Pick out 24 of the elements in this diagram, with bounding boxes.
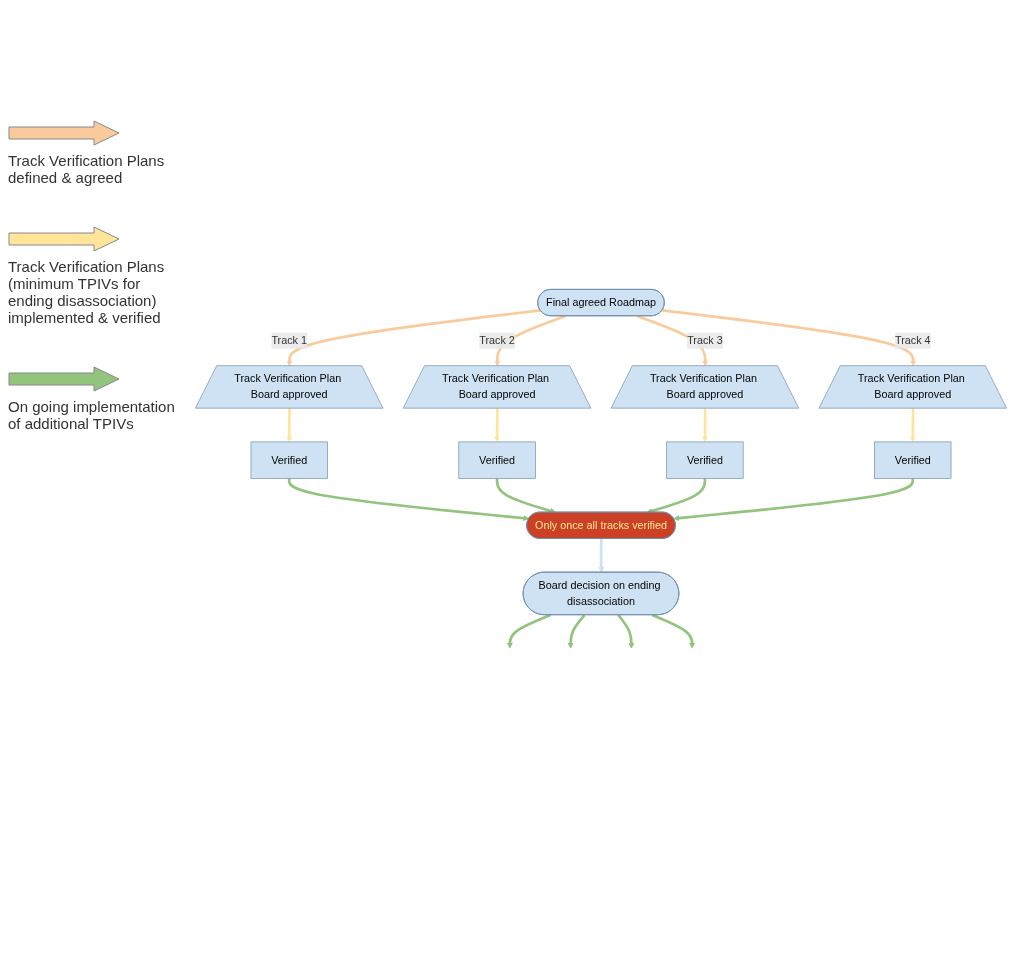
arrow <box>662 309 917 367</box>
edge-label: Track 1 <box>271 335 308 347</box>
arrow <box>673 478 915 522</box>
legend-text: Track Verification Plans (minimum TPIVs for ending disassociation) implemented & verified <box>8 258 166 326</box>
edge-label: Track 3 <box>687 335 723 347</box>
arrow <box>286 309 541 367</box>
legend-text: On going implementation of additional TPIVs <box>8 398 176 432</box>
arrow <box>494 408 501 443</box>
legend-text: Track Verification Plans defined & agreed <box>8 152 166 186</box>
arrow <box>506 614 552 650</box>
node-box: Verified <box>250 442 328 480</box>
arrow <box>909 408 916 443</box>
arrow <box>598 539 605 574</box>
arrow <box>287 478 530 522</box>
node-box: Verified <box>666 442 744 480</box>
arrow <box>286 408 293 443</box>
node-box: Verified <box>458 442 536 480</box>
arrow <box>651 614 696 650</box>
node-box: Verified <box>874 442 952 480</box>
edge-label: Track 4 <box>894 335 931 347</box>
arrow <box>617 614 635 650</box>
arrow <box>701 408 708 443</box>
arrow <box>567 614 586 650</box>
edge-label: Track 2 <box>479 335 515 347</box>
